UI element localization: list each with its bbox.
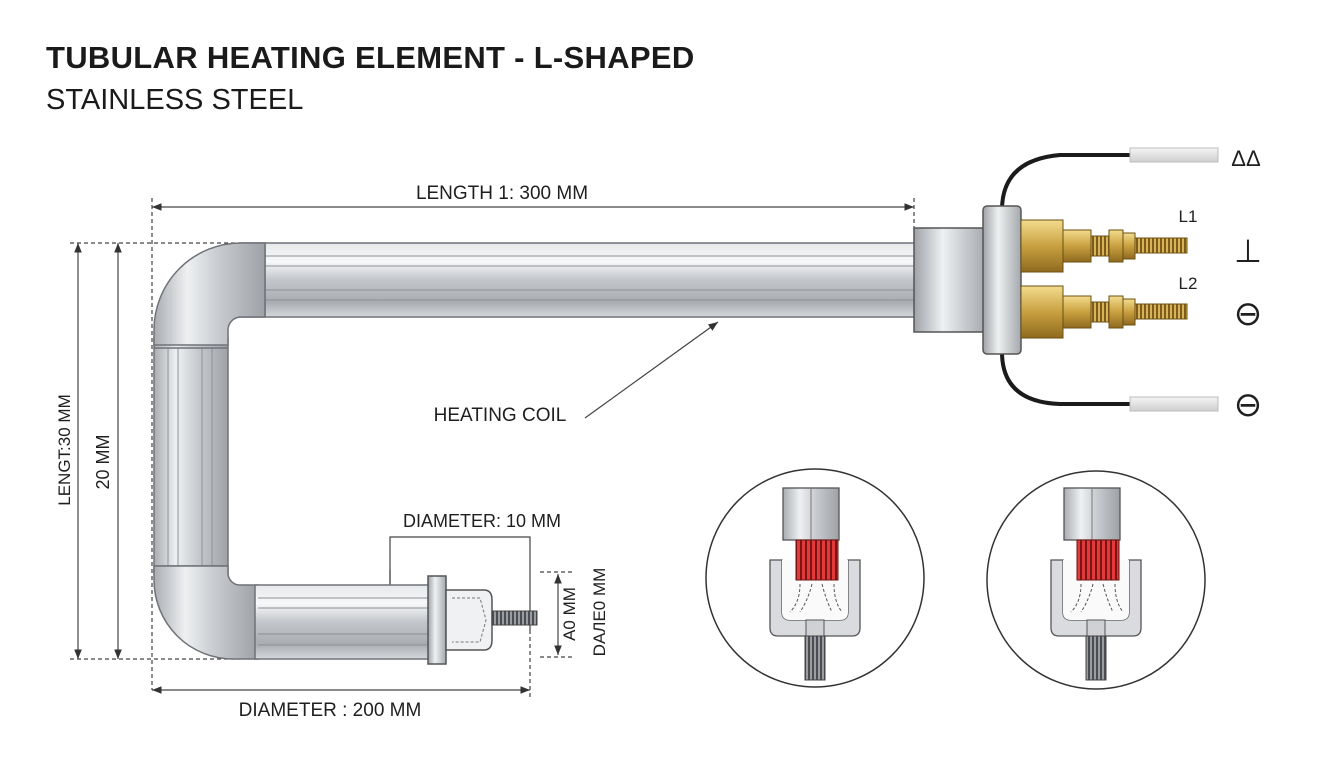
symbol-bottom: ⊖: [1234, 386, 1263, 424]
tubular-element: [153, 242, 917, 665]
symbol-mid: ⊖: [1234, 295, 1263, 333]
terminal-l1-label: L1: [1179, 207, 1198, 226]
page-title: TUBULAR HEATING ELEMENT - L-SHAPED: [46, 40, 695, 75]
length-top-label: LENGTH 1: 300 MM: [416, 183, 588, 204]
terminal-head: [913, 147, 1219, 412]
symbol-top: ΔΔ: [1231, 146, 1261, 171]
dimension-lines: [70, 198, 915, 698]
ground-symbol: ⊥: [1234, 233, 1262, 269]
small-dimension-label-1: A0 MM: [560, 587, 579, 641]
detail-view-1: [705, 468, 925, 688]
page-subtitle: STAINLESS STEEL: [46, 84, 304, 116]
small-dimension-label-2: DAЛE0 MM: [590, 568, 609, 657]
detail-view-2: [986, 470, 1206, 690]
vertical-outer-label: LENGT:30 MM: [55, 394, 74, 505]
heating-coil-label: HEATING COIL: [434, 405, 567, 426]
bottom-dimension-label: DIAMETER : 200 MM: [239, 700, 422, 721]
vertical-inner-label: 20 MM: [93, 434, 113, 489]
terminal-l2-label: L2: [1179, 274, 1198, 293]
tube-diameter-label: DIAMETER: 10 MM: [403, 511, 561, 531]
